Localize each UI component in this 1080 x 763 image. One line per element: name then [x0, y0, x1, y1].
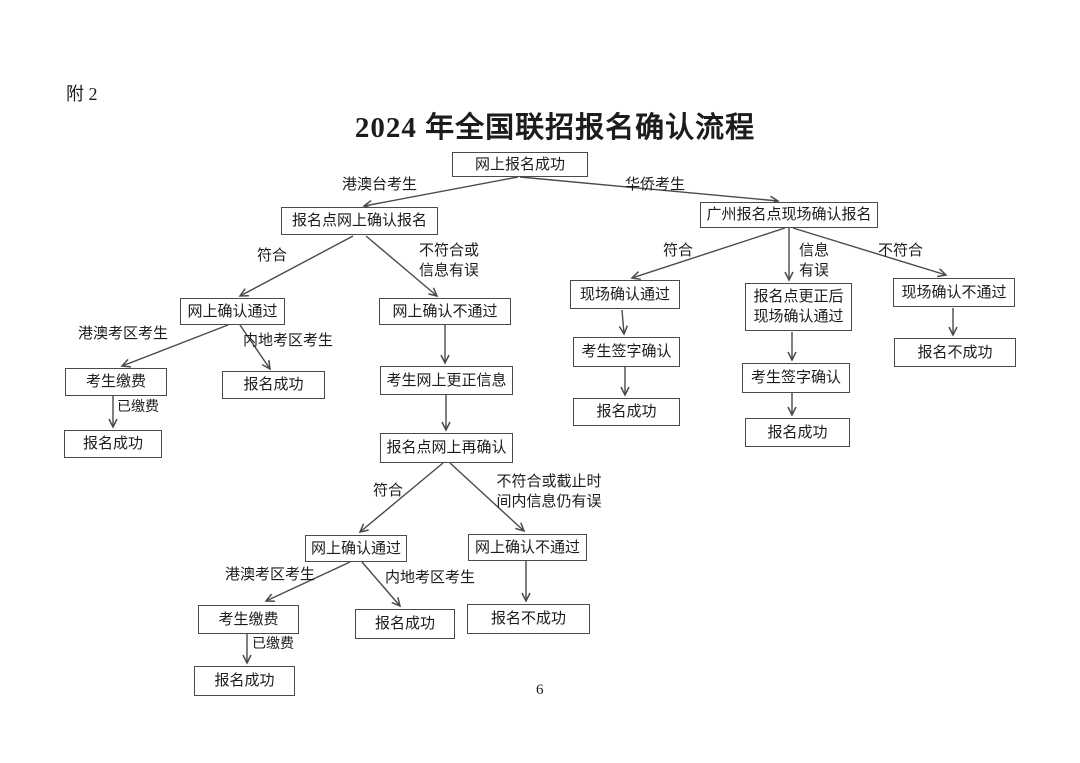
edge-label-paid-1: 已缴费 — [117, 400, 159, 415]
edge-label-hmt-candidates: 港澳台考生 — [342, 177, 418, 193]
edge-label-mismatch-2: 不符合或截止时 间内信息仍有误 — [496, 474, 602, 510]
edge-start-to-online-confirm — [364, 176, 519, 206]
annex-label: 附 2 — [66, 84, 98, 104]
node-candidate-payment-2: 考生缴费 — [198, 605, 299, 634]
node-guangzhou-onsite-confirmation: 广州报名点现场确认报名 — [700, 202, 878, 228]
node-signup-failed-2: 报名不成功 — [894, 338, 1016, 367]
edge-label-mismatch-1: 不符合或 信息有误 — [418, 243, 479, 279]
node-signup-success-4: 报名成功 — [194, 666, 295, 696]
node-signup-success-2: 报名成功 — [64, 430, 162, 458]
edge-label-mismatch-3: 不符合 — [878, 243, 924, 259]
node-onsite-confirm-failed: 现场确认不通过 — [893, 278, 1015, 307]
node-signup-success-6: 报名成功 — [745, 418, 850, 447]
edge-label-match-3: 符合 — [663, 243, 694, 259]
node-online-confirm-failed-1: 网上确认不通过 — [379, 298, 511, 325]
node-online-confirm-passed-2: 网上确认通过 — [305, 535, 407, 562]
edge-sitepass-to-signature — [622, 309, 624, 334]
node-online-confirmation: 报名点网上确认报名 — [281, 207, 438, 235]
edge-pass2-to-payment-2 — [266, 561, 351, 601]
edge-reconfirm-to-pass-2 — [360, 462, 444, 532]
node-signup-success-3: 报名成功 — [355, 609, 455, 639]
edge-label-hk-macau-zone-1: 港澳考区考生 — [78, 326, 169, 342]
edge-confirm-to-fail-1 — [365, 235, 437, 296]
edge-label-match-1: 符合 — [257, 248, 288, 264]
node-online-confirm-passed-1: 网上确认通过 — [180, 298, 285, 325]
node-signup-failed-1: 报名不成功 — [467, 604, 590, 634]
edge-label-hk-macau-zone-2: 港澳考区考生 — [225, 567, 316, 583]
edge-reconfirm-to-fail-2 — [449, 462, 524, 531]
edge-label-mainland-zone-2: 内地考区考生 — [385, 570, 476, 586]
node-online-confirm-failed-2: 网上确认不通过 — [468, 534, 587, 561]
page-number: 6 — [536, 682, 544, 698]
edge-label-info-error: 信息 有误 — [798, 243, 829, 279]
edge-label-overseas-candidates: 华侨考生 — [625, 177, 686, 193]
node-signup-success-1: 报名成功 — [222, 371, 325, 399]
edge-label-paid-2: 已缴费 — [252, 637, 294, 652]
node-candidate-payment-1: 考生缴费 — [65, 368, 167, 396]
edge-pass1-to-payment-1 — [122, 324, 229, 366]
edge-label-mainland-zone-1: 内地考区考生 — [243, 333, 334, 349]
edge-pass1-to-success — [239, 324, 270, 369]
edge-start-to-onsite-confirm — [519, 176, 778, 201]
page-title: 2024 年全国联招报名确认流程 — [354, 112, 756, 144]
node-online-reconfirmation: 报名点网上再确认 — [380, 433, 513, 463]
node-candidate-signature-2: 考生签字确认 — [742, 363, 850, 393]
edge-onsite-to-site-fail — [792, 227, 946, 275]
node-candidate-signature-1: 考生签字确认 — [573, 337, 680, 367]
node-onsite-confirm-passed: 现场确认通过 — [570, 280, 680, 309]
node-candidate-update-info: 考生网上更正信息 — [380, 366, 513, 395]
node-online-signup-success: 网上报名成功 — [452, 152, 588, 177]
node-signup-success-5: 报名成功 — [573, 398, 680, 426]
edge-label-match-2: 符合 — [373, 483, 404, 499]
edge-onsite-to-site-pass — [632, 227, 786, 278]
edge-pass2-to-success — [361, 561, 400, 606]
node-onsite-confirm-after-correction: 报名点更正后 现场确认通过 — [745, 283, 852, 331]
edge-confirm-to-pass-1 — [240, 235, 354, 296]
